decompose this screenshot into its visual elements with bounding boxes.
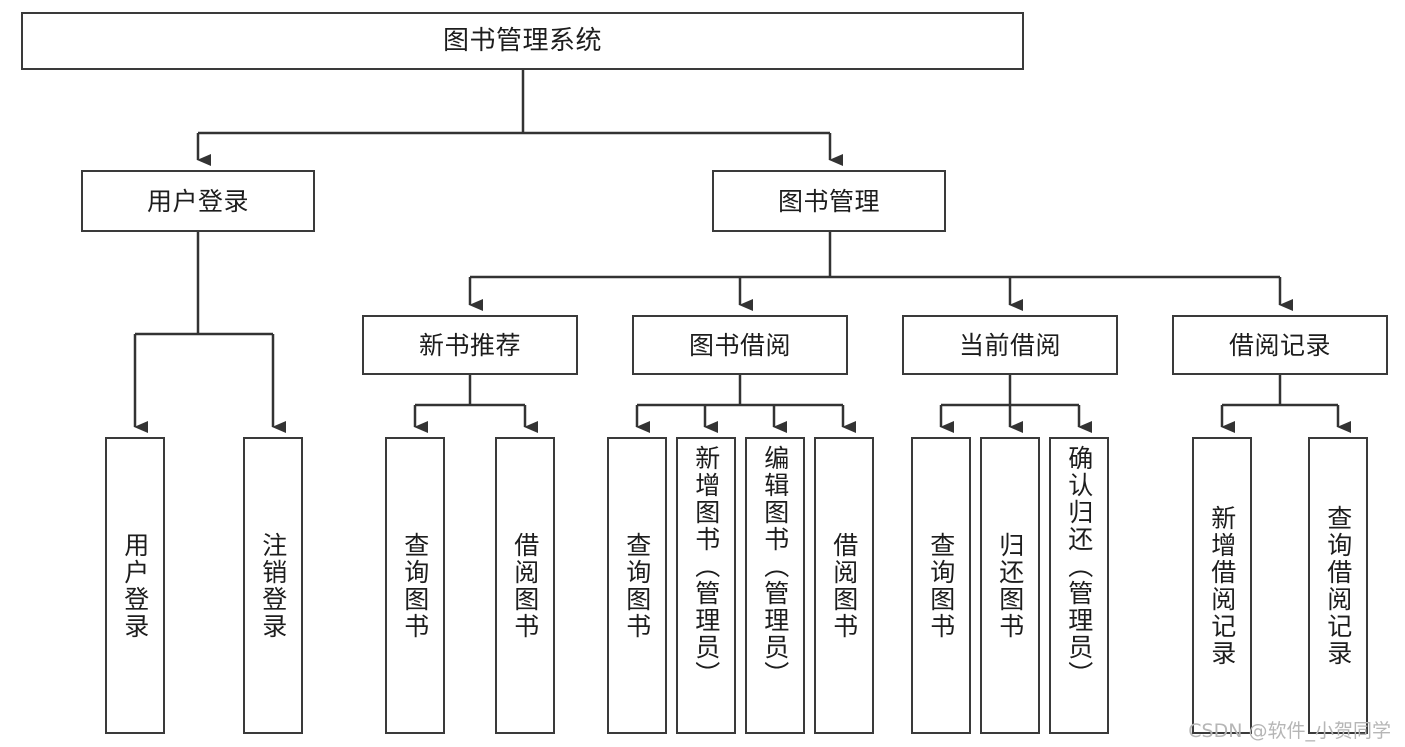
- node-book-management[interactable]: 图书管理: [712, 170, 946, 232]
- leaf-record-add-record[interactable]: 新增借阅记录: [1192, 437, 1252, 734]
- node-book-borrow[interactable]: 图书借阅: [632, 315, 848, 375]
- node-root-system[interactable]: 图书管理系统: [21, 12, 1024, 70]
- node-label: 借阅图书: [829, 531, 859, 640]
- node-label: 图书管理系统: [442, 26, 602, 56]
- leaf-recommend-borrow-book[interactable]: 借阅图书: [495, 437, 555, 734]
- node-label: 用户登录: [146, 186, 249, 216]
- node-user-login[interactable]: 用户登录: [81, 170, 315, 232]
- leaf-borrow-query-book[interactable]: 查询图书: [607, 437, 667, 734]
- node-label: 当前借阅: [958, 330, 1061, 360]
- node-label: 新增图书（管理员）: [691, 445, 721, 688]
- node-label: 归还图书: [995, 531, 1025, 640]
- node-label: 编辑图书（管理员）: [760, 445, 790, 688]
- node-label: 注销登录: [258, 531, 288, 640]
- leaf-record-query-record[interactable]: 查询借阅记录: [1308, 437, 1368, 734]
- node-borrow-record[interactable]: 借阅记录: [1172, 315, 1388, 375]
- leaf-borrow-edit-book-admin[interactable]: 编辑图书（管理员）: [745, 437, 805, 734]
- node-label: 图书借阅: [688, 330, 791, 360]
- node-label: 借阅记录: [1228, 330, 1331, 360]
- node-label: 确认归还（管理员）: [1064, 445, 1094, 688]
- node-label: 借阅图书: [510, 531, 540, 640]
- node-label: 新增借阅记录: [1207, 504, 1237, 667]
- node-label: 图书管理: [777, 186, 880, 216]
- leaf-current-query-book[interactable]: 查询图书: [911, 437, 971, 734]
- leaf-current-return-book[interactable]: 归还图书: [980, 437, 1040, 734]
- node-label: 查询图书: [622, 531, 652, 640]
- node-label: 查询借阅记录: [1323, 504, 1353, 667]
- leaf-borrow-borrow-book[interactable]: 借阅图书: [814, 437, 874, 734]
- leaf-current-confirm-return-admin[interactable]: 确认归还（管理员）: [1049, 437, 1109, 734]
- node-current-borrow[interactable]: 当前借阅: [902, 315, 1118, 375]
- node-label: 查询图书: [400, 531, 430, 640]
- node-label: 用户登录: [120, 531, 150, 640]
- leaf-recommend-query-book[interactable]: 查询图书: [385, 437, 445, 734]
- node-label: 查询图书: [926, 531, 956, 640]
- node-label: 新书推荐: [418, 330, 521, 360]
- node-new-book-recommend[interactable]: 新书推荐: [362, 315, 578, 375]
- leaf-user-login-logout[interactable]: 注销登录: [243, 437, 303, 734]
- leaf-borrow-add-book-admin[interactable]: 新增图书（管理员）: [676, 437, 736, 734]
- csdn-watermark: CSDN @软件_小贺同学: [1188, 720, 1391, 742]
- leaf-user-login-login[interactable]: 用户登录: [105, 437, 165, 734]
